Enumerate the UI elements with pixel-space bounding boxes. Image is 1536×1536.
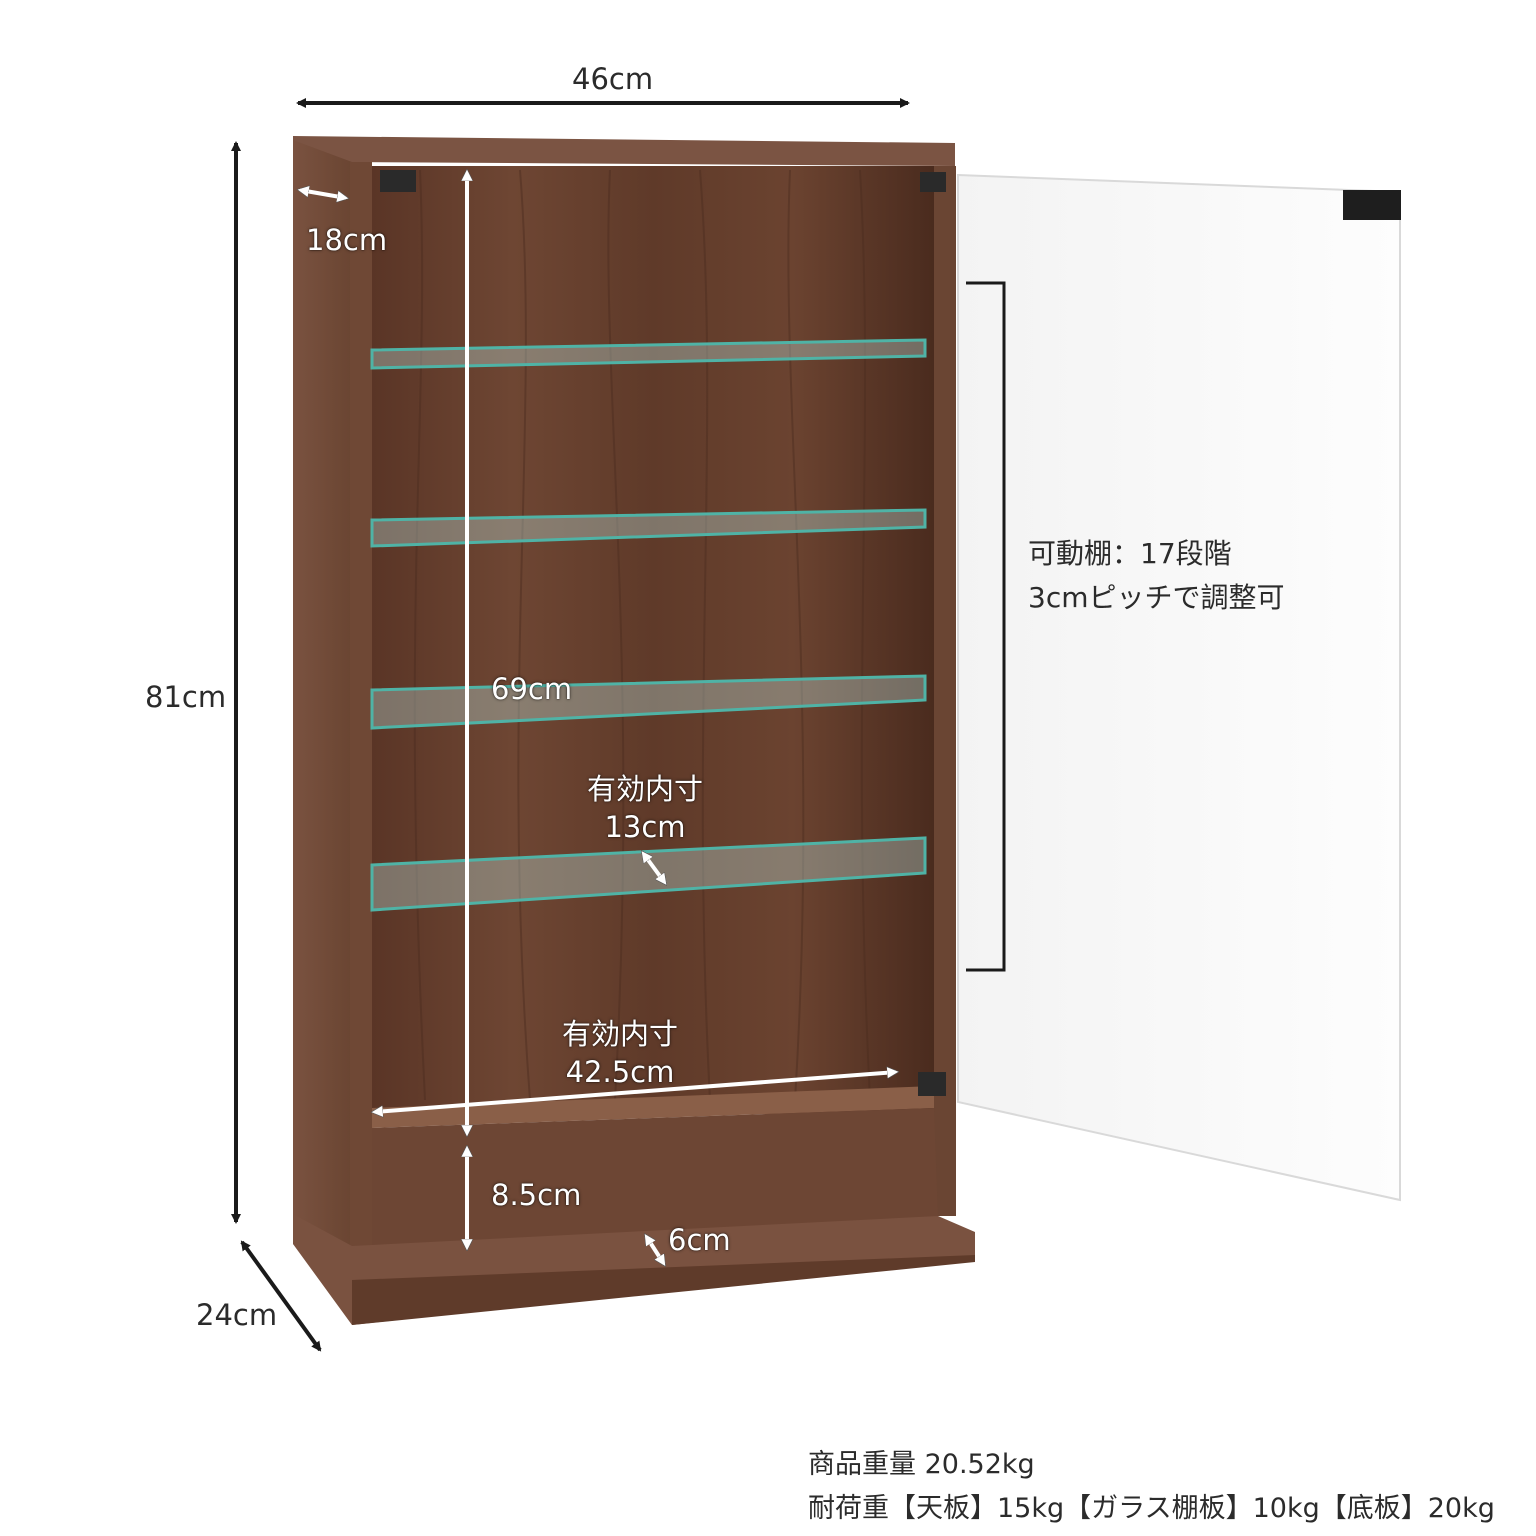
shelf-note-line2: 3cmピッチで調整可 xyxy=(1028,581,1285,614)
hinge-top-right xyxy=(920,172,946,192)
dimension-arrows xyxy=(231,98,910,1352)
top-thickness-arrow xyxy=(300,190,346,198)
base-height-label: 8.5cm xyxy=(491,1178,582,1212)
glass-shelf-2 xyxy=(370,508,927,548)
base-depth-arrow xyxy=(646,1236,664,1264)
shelf-gap-arrow xyxy=(643,853,665,883)
shelf-gap-title: 有効内寸 xyxy=(586,772,703,806)
depth-arrow xyxy=(240,1240,322,1352)
inner-width-value: 42.5cm xyxy=(565,1055,675,1089)
cabinet xyxy=(293,136,975,1325)
hinge-bottom-right xyxy=(918,1072,946,1096)
height-label: 81cm xyxy=(145,680,227,714)
shelf-note-line1: 可動棚：17段階 xyxy=(1028,537,1232,570)
cabinet-front-right-frame xyxy=(934,166,956,1216)
glass-shelf-3 xyxy=(370,674,927,730)
cabinet-left-side xyxy=(293,140,352,1282)
shelf-gap-value: 13cm xyxy=(604,810,686,844)
cabinet-top-board xyxy=(293,136,955,166)
inner-height-label: 69cm xyxy=(491,672,573,706)
cabinet-base-front xyxy=(352,1255,975,1325)
load-capacity: 耐荷重【天板】15kg【ガラス棚板】10kg【底板】20kg xyxy=(808,1493,1495,1524)
hinge-top-left xyxy=(380,170,416,192)
depth-label: 24cm xyxy=(196,1298,278,1332)
glass-door-panel xyxy=(957,173,1401,1202)
door-handle xyxy=(1343,190,1401,220)
top-thickness-label: 18cm xyxy=(306,223,388,257)
cabinet-back-panel xyxy=(372,166,934,1114)
cabinet-front-left-frame xyxy=(350,162,372,1282)
inner-width-title: 有効内寸 xyxy=(561,1017,678,1051)
width-label: 46cm xyxy=(572,62,654,96)
shelf-range-bracket xyxy=(966,281,1006,972)
inner-dimension-arrows xyxy=(300,172,896,1264)
base-depth-label: 6cm xyxy=(668,1223,731,1257)
wood-grain xyxy=(413,169,871,1101)
product-weight: 商品重量 20.52kg xyxy=(808,1449,1035,1480)
glass-shelf-1 xyxy=(370,338,927,370)
inner-width-arrow xyxy=(374,1072,896,1112)
glass-door xyxy=(957,173,1401,1202)
